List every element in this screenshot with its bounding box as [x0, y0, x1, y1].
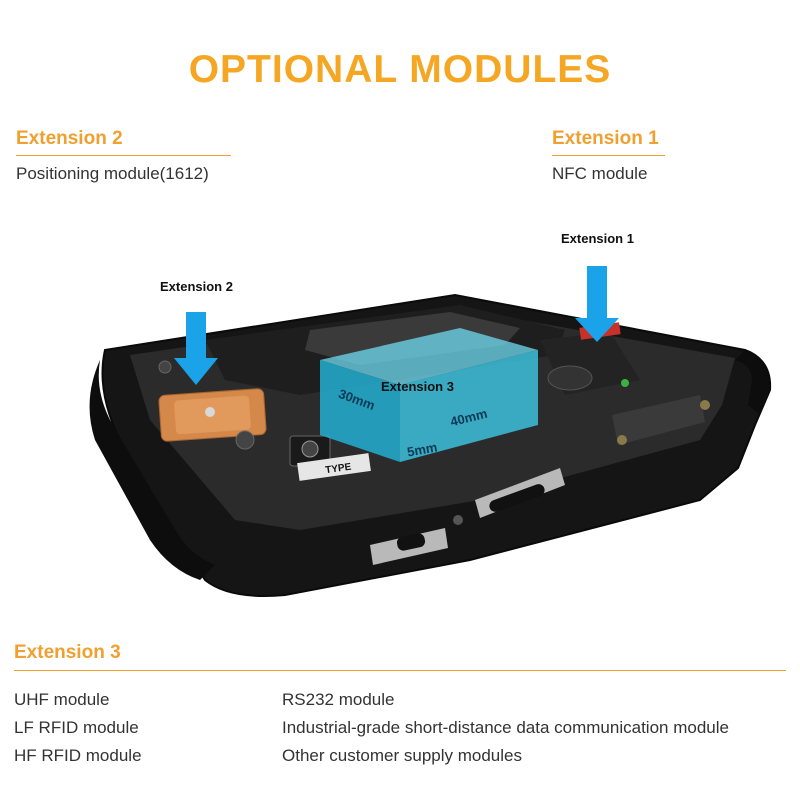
extension3-list-left: UHF module LF RFID module HF RFID module [14, 686, 142, 770]
callout-extension1: Extension 1 [561, 231, 634, 246]
extension2-description: Positioning module(1612) [16, 164, 209, 183]
extension3-heading: Extension 3 [14, 642, 121, 663]
callout-extension2: Extension 2 [160, 279, 233, 294]
screw-hole [235, 430, 255, 450]
arrow-extension2 [174, 312, 218, 385]
extension2-divider [16, 155, 231, 156]
callout-extension3: Extension 3 [381, 379, 454, 394]
extension3-divider [14, 670, 786, 671]
list-item: UHF module [14, 690, 110, 709]
bumper-right [735, 350, 770, 415]
list-item: HF RFID module [14, 746, 142, 765]
module-box-left [320, 360, 400, 462]
device-svg: TYPE [89, 266, 772, 597]
nfc-coil [547, 365, 593, 391]
screw-hole [158, 360, 172, 374]
extension1-heading: Extension 1 [552, 128, 659, 149]
extension2-heading: Extension 2 [16, 128, 123, 149]
camera-lens [301, 440, 319, 458]
screw [617, 435, 627, 445]
list-item: Industrial-grade short-distance data com… [282, 718, 729, 737]
module-box-top [320, 328, 538, 385]
screw [700, 400, 710, 410]
device-illustration: TYPE 30mm 40mm 5mm Extension 2 Extension… [0, 200, 800, 620]
arrow-extension1 [575, 266, 619, 342]
bumper-left [89, 360, 215, 580]
extension1-description: NFC module [552, 164, 648, 183]
type-label [297, 453, 371, 481]
gps-feed-point [205, 407, 215, 417]
module-box-right [400, 350, 538, 462]
port-cover [612, 395, 705, 445]
type-label-text: TYPE [325, 462, 353, 477]
list-item: Other customer supply modules [282, 746, 522, 765]
page-title: OPTIONAL MODULES [188, 48, 612, 91]
list-item: LF RFID module [14, 718, 139, 737]
extension3-list-right: RS232 module Industrial-grade short-dist… [282, 686, 729, 770]
indicator-led [621, 379, 629, 387]
extension1-divider [552, 155, 665, 156]
list-item: RS232 module [282, 690, 395, 709]
